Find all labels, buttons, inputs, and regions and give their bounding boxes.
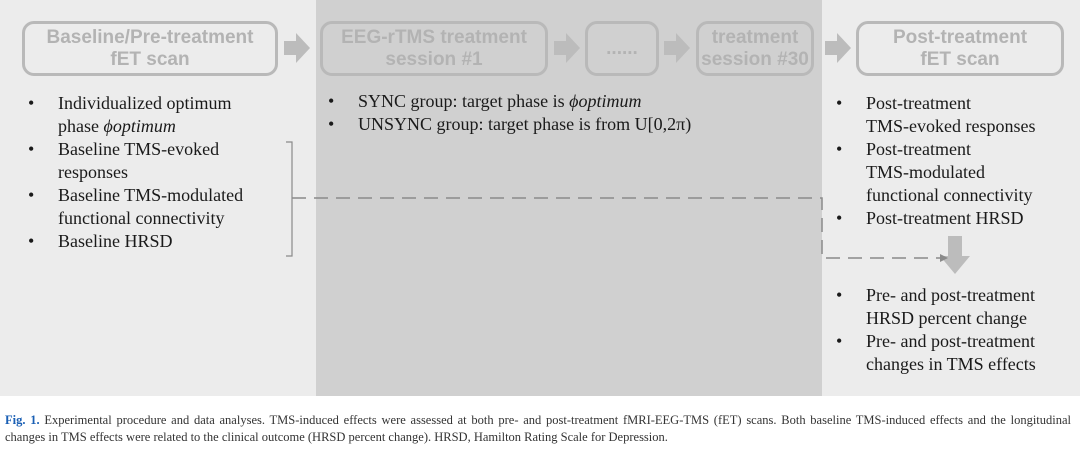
dashed-connector xyxy=(292,197,940,259)
stage-baseline-line2: fET scan xyxy=(110,48,190,70)
stage-post-line1: Post-treatment xyxy=(892,26,1028,48)
stage-post-line2: fET scan xyxy=(920,48,1000,70)
list-item-line: Baseline HRSD xyxy=(58,231,173,251)
list-item: Post-treatment TMS-evoked responses xyxy=(836,92,1072,138)
stage-ellipsis-text: ...... xyxy=(606,37,638,59)
list-item-line: responses xyxy=(58,162,128,182)
list-item-line: Post-treatment HRSD xyxy=(866,208,1024,228)
stage-baseline-line1: Baseline/Pre-treatment xyxy=(46,26,254,48)
figure-caption: Fig. 1. Experimental procedure and data … xyxy=(5,412,1071,446)
stage-session30-box: treatment session #30 xyxy=(696,21,814,76)
stage-post-box: Post-treatment fET scan xyxy=(856,21,1064,76)
stage-session1-line1: EEG-rTMS treatment xyxy=(341,26,527,48)
list-item-line: functional connectivity xyxy=(866,185,1033,205)
right-arrow-icon xyxy=(825,33,851,63)
list-item-line: Post-treatment xyxy=(866,139,971,159)
list-item-line: Post-treatment xyxy=(866,93,971,113)
list-item: Baseline TMS-evoked responses xyxy=(28,138,293,184)
list-item: UNSYNC group: target phase is from U[0,2… xyxy=(328,113,818,136)
list-item-line: Baseline TMS-modulated xyxy=(58,185,244,205)
list-item-line: Pre- and post-treatment xyxy=(866,285,1035,305)
list-item-line: phase ϕoptimum xyxy=(58,115,293,138)
list-item: Individualized optimum phase ϕoptimum xyxy=(28,92,293,138)
phi-symbol: ϕ xyxy=(569,91,579,111)
list-item: Baseline HRSD xyxy=(28,230,293,253)
phi-symbol: ϕ xyxy=(103,116,113,136)
baseline-list: Individualized optimum phase ϕoptimum Ba… xyxy=(28,92,293,253)
list-item-line: HRSD percent change xyxy=(866,308,1027,328)
unsync-text: UNSYNC group: target phase is from U[0,2… xyxy=(358,114,692,134)
sync-text: SYNC group: target phase is xyxy=(358,91,570,111)
post-treatment-list: Post-treatment TMS-evoked responses Post… xyxy=(836,92,1072,230)
figure-panel: Baseline/Pre-treatment fET scan EEG-rTMS… xyxy=(0,0,1080,396)
stage-ellipsis-box: ...... xyxy=(585,21,659,76)
right-arrow-icon xyxy=(554,33,580,63)
caption-label: Fig. 1. xyxy=(5,413,40,427)
down-arrow-icon xyxy=(940,236,970,274)
stage-session1-box: EEG-rTMS treatment session #1 xyxy=(320,21,548,76)
list-item-line: functional connectivity xyxy=(58,208,225,228)
outcome-list: Pre- and post-treatment HRSD percent cha… xyxy=(836,284,1072,376)
list-item-line: Individualized optimum xyxy=(58,93,232,113)
phase-label: phase xyxy=(58,116,104,136)
caption-text: Experimental procedure and data analyses… xyxy=(5,413,1072,444)
right-arrow-icon xyxy=(284,33,310,63)
stage-baseline-box: Baseline/Pre-treatment fET scan xyxy=(22,21,278,76)
list-item: SYNC group: target phase is ϕoptimum xyxy=(328,90,818,113)
stage-session30-line1: treatment xyxy=(711,26,799,48)
list-item-line: Pre- and post-treatment xyxy=(866,331,1035,351)
list-item: Post-treatment TMS-modulated functional … xyxy=(836,138,1072,207)
dashed-arrowhead-icon xyxy=(940,254,948,262)
stage-session1-line2: session #1 xyxy=(385,48,483,70)
list-item: Baseline TMS-modulated functional connec… xyxy=(28,184,293,230)
list-item: Pre- and post-treatment changes in TMS e… xyxy=(836,330,1072,376)
list-item-line: changes in TMS effects xyxy=(866,354,1036,374)
stage-session30-line2: session #30 xyxy=(701,48,809,70)
list-item-line: TMS-modulated xyxy=(866,162,985,182)
phi-subscript: optimum xyxy=(578,91,642,111)
flow-arrows xyxy=(284,33,970,274)
list-item: Pre- and post-treatment HRSD percent cha… xyxy=(836,284,1072,330)
right-arrow-icon xyxy=(664,33,690,63)
list-item-line: Baseline TMS-evoked xyxy=(58,139,220,159)
phi-subscript: optimum xyxy=(112,116,176,136)
list-item: Post-treatment HRSD xyxy=(836,207,1072,230)
treatment-list: SYNC group: target phase is ϕoptimum UNS… xyxy=(328,90,818,136)
list-item-line: TMS-evoked responses xyxy=(866,116,1036,136)
